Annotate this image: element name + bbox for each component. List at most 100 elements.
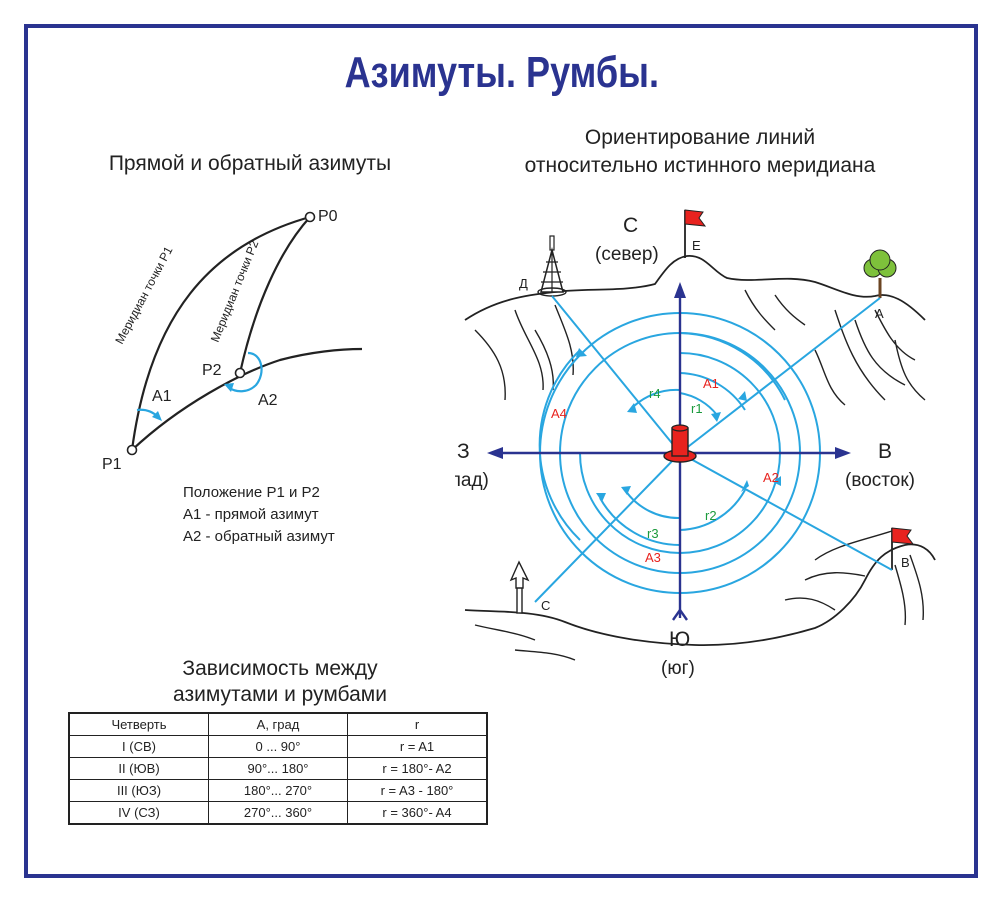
label-a2: A2 [258, 392, 278, 409]
label-east: В [878, 440, 892, 463]
table-row: III (ЮЗ) 180°... 270° r = A3 - 180° [68, 779, 488, 802]
line-to-a [679, 297, 881, 454]
poster-frame [24, 24, 978, 878]
table-cell: r = A3 - 180° [347, 779, 488, 802]
label-west-word: (запад) [455, 470, 489, 491]
arrowhead-a2 [773, 476, 781, 486]
arrowhead-r2 [741, 480, 749, 492]
terrain-bottom-right [784, 529, 925, 626]
point-p0 [304, 211, 316, 223]
arrowhead-r3 [621, 486, 631, 495]
terrain-bottom-left [474, 624, 576, 661]
table-cell: r = 180°- A2 [347, 757, 488, 780]
arc-a1-large [679, 332, 786, 401]
table-header-azimuth: А, град [208, 712, 348, 736]
label-north-word: (север) [595, 244, 659, 265]
label-c: С [541, 598, 550, 613]
arc-a3 [599, 497, 681, 546]
a1-arrowhead [152, 411, 162, 421]
flag-e [684, 209, 707, 227]
table-cell: III (ЮЗ) [68, 779, 209, 802]
arrowhead-a4 [576, 348, 587, 357]
arrow-east [835, 447, 851, 459]
arc-r3 [624, 489, 681, 520]
right-heading: Ориентирование линий относительно истинн… [470, 124, 930, 180]
label-north: С [623, 214, 638, 237]
right-heading-line-2: относительно истинного меридиана [524, 154, 876, 177]
arrowhead-r1 [711, 412, 721, 422]
caption-line-1: Положение P1 и P2 [183, 484, 320, 501]
label-p0: P0 [318, 208, 338, 225]
label-south: Ю [669, 628, 690, 651]
orientation-diagram: Е Д А В С [455, 209, 936, 679]
signpost-c-icon [509, 560, 530, 614]
table-header-rhumb: r [347, 712, 488, 736]
terrain-right-slope [814, 309, 926, 406]
label-d: Д [519, 276, 528, 291]
label-angle-a4: A4 [551, 406, 567, 421]
label-angle-r1: r1 [691, 401, 703, 416]
terrain-bottom [464, 543, 936, 647]
terrain-mid-top [744, 289, 806, 331]
label-a1: A1 [152, 388, 172, 405]
line-to-b [679, 452, 893, 571]
table-cell: IV (СЗ) [68, 801, 209, 825]
label-e: Е [692, 238, 701, 253]
line-p1-p2 [131, 347, 363, 451]
arrowhead-a1 [738, 391, 747, 401]
table-heading: Зависимость между азимутами и румбами [110, 656, 450, 708]
caption-line-3: A2 - обратный азимут [183, 528, 335, 545]
table-cell: r = A1 [347, 735, 488, 758]
point-p2 [234, 367, 246, 379]
label-angle-a2: A2 [763, 470, 779, 485]
tower-d-icon [537, 235, 567, 297]
meridian-p2-curve [238, 216, 311, 374]
point-p1 [126, 444, 138, 456]
table-row: II (ЮВ) 90°... 180° r = 180°- A2 [68, 757, 488, 780]
table-row: IV (СЗ) 270°... 360° r = 360°- A4 [68, 801, 488, 825]
caption-line-2: A1 - прямой азимут [183, 506, 319, 523]
center-top [671, 424, 689, 432]
arrow-south-tail [672, 607, 688, 621]
table-cell: 0 ... 90° [208, 735, 348, 758]
line-to-d [551, 295, 681, 454]
label-east-word: (восток) [845, 470, 915, 491]
table-header-quarter: Четверть [68, 712, 209, 736]
left-caption: Положение P1 и P2 A1 - прямой азимут A2 … [183, 482, 335, 548]
table-cell: r = 360°- A4 [347, 801, 488, 825]
label-south-word: (юг) [661, 658, 695, 679]
arc-ring-4 [679, 372, 746, 411]
arc-r2 [679, 489, 746, 531]
label-a: А [875, 306, 884, 321]
table-header-row: Четверть А, град r [68, 712, 488, 736]
table-cell: 180°... 270° [208, 779, 348, 802]
center-post [671, 427, 689, 457]
a2-arc [227, 351, 263, 393]
label-angle-r2: r2 [705, 508, 717, 523]
label-angle-r3: r3 [647, 526, 659, 541]
arrowhead-a3 [596, 493, 606, 502]
arrow-west [487, 447, 503, 459]
terrain-left-slope [474, 304, 574, 401]
label-angle-r4: r4 [649, 386, 661, 401]
label-angle-a3: A3 [645, 550, 661, 565]
right-heading-line-1: Ориентирование линий [584, 126, 816, 149]
line-to-c [534, 452, 681, 603]
terrain-top [464, 255, 926, 321]
table-heading-line-2: азимутами и румбами [173, 683, 387, 706]
flag-b [891, 527, 915, 545]
label-angle-a1: A1 [703, 376, 719, 391]
arc-a4 [538, 349, 581, 541]
azimuth-rhumb-table: Четверть А, град r I (СВ) 0 ... 90° r = … [68, 712, 488, 825]
a2-arrowhead [224, 383, 234, 392]
label-p1: P1 [102, 456, 122, 473]
table-cell: I (СВ) [68, 735, 209, 758]
arrow-north [674, 282, 686, 298]
table-row: I (СВ) 0 ... 90° r = A1 [68, 735, 488, 758]
azimuth-diagram: P0 P1 P2 Меридиан точки P1 Меридиан точк… [102, 208, 363, 473]
left-heading: Прямой и обратный азимуты [108, 152, 392, 175]
tree-a-icon [863, 249, 897, 298]
arc-ring-5 [679, 392, 718, 416]
label-meridian-p2: Меридиан точки P2 [208, 238, 262, 344]
table-cell: II (ЮВ) [68, 757, 209, 780]
